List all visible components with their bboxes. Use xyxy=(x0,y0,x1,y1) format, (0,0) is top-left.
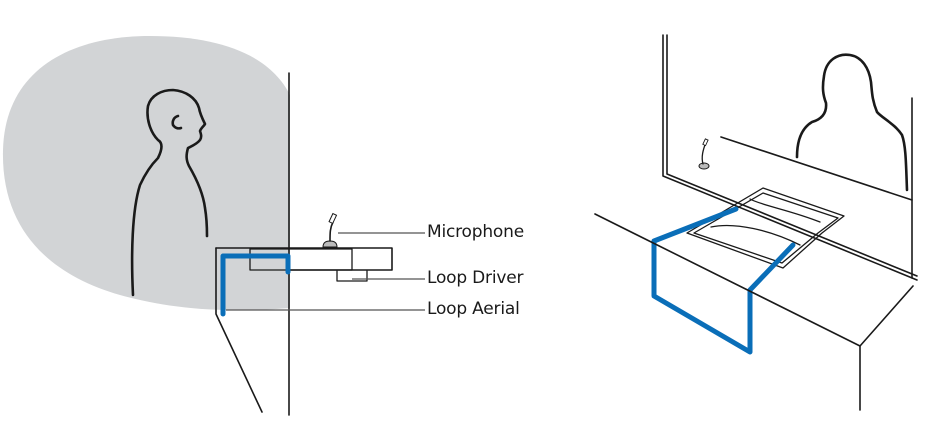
side-section-view xyxy=(2,36,425,416)
counter-front-edge xyxy=(215,247,263,413)
staff-silhouette-icon xyxy=(795,53,909,192)
counter-top-edge xyxy=(594,213,914,347)
counter-shelf xyxy=(249,248,353,271)
perspective-view xyxy=(594,34,918,411)
microphone-icon xyxy=(322,212,338,248)
screen-frame-outer xyxy=(662,34,918,281)
microphone-label: Microphone xyxy=(427,222,524,242)
loop-driver-box xyxy=(336,270,368,282)
loop-aerial-perspective xyxy=(651,206,796,355)
deal-tray xyxy=(686,187,845,269)
person-profile-icon xyxy=(130,88,209,297)
screen-frame-inner xyxy=(666,34,918,277)
loop-driver-label: Loop Driver xyxy=(427,268,524,288)
loop-aerial-label: Loop Aerial xyxy=(427,299,520,319)
microphone-perspective-icon xyxy=(698,138,710,170)
rear-counter-edge xyxy=(720,136,913,201)
loop-aerial-side xyxy=(220,253,291,317)
